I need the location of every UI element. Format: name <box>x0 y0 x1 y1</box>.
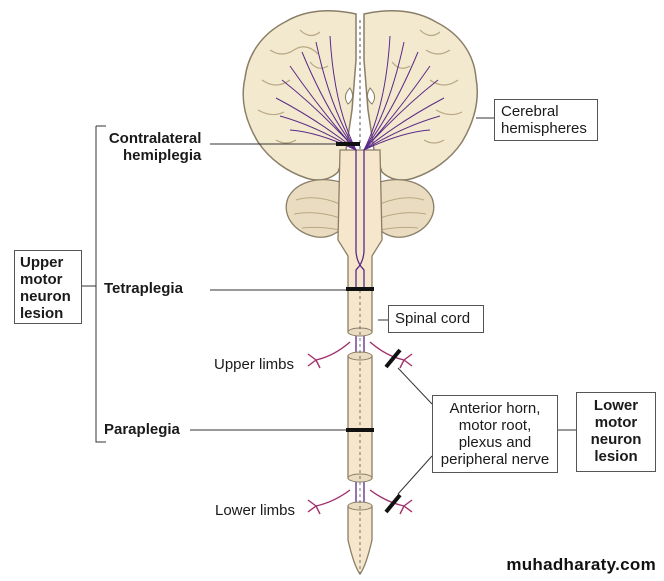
lower-motor-neuron-lesion-box: Lower motor neuron lesion <box>576 392 656 472</box>
contralateral-hemiplegia-label: Contralateral hemiplegia <box>108 130 202 164</box>
lesion-markers <box>336 142 402 514</box>
watermark: muhadharaty.com <box>506 555 656 574</box>
right-cerebellum <box>373 179 435 238</box>
right-hemisphere <box>363 9 478 181</box>
cerebral-hemispheres-box: Cerebral hemispheres <box>494 99 598 141</box>
left-cerebellum <box>285 179 347 238</box>
upper-motor-neuron-lesion-box: Upper motor neuron lesion <box>14 250 82 324</box>
peripheral-nerves <box>307 341 413 515</box>
anterior-horn-box: Anterior horn, motor root, plexus and pe… <box>432 395 558 473</box>
lesion-upper-nerve <box>384 348 402 369</box>
lower-limbs-label: Lower limbs <box>215 502 296 519</box>
left-hemisphere <box>242 9 357 181</box>
spinal-cord-box: Spinal cord <box>388 305 484 333</box>
upper-limbs-label: Upper limbs <box>214 356 295 373</box>
leader-lines <box>82 117 576 495</box>
brain <box>242 9 478 291</box>
paraplegia-label: Paraplegia <box>104 421 180 438</box>
brainstem <box>337 149 383 291</box>
lesion-lower-nerve <box>384 493 402 514</box>
tetraplegia-label: Tetraplegia <box>104 280 183 297</box>
corticospinal-fibers <box>275 35 445 560</box>
